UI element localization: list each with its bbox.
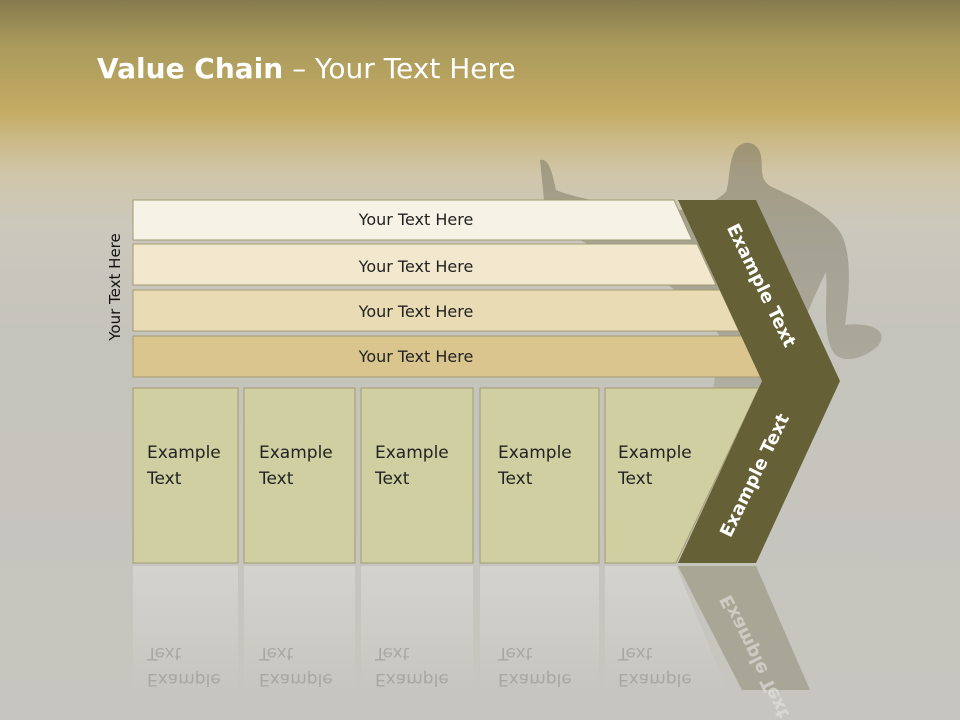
- reflection: Example Text Example Text Example Text E…: [133, 566, 810, 720]
- primary-box-line1: Example: [375, 443, 449, 463]
- reflection-box: [133, 566, 238, 696]
- support-row: Your Text Here: [132, 335, 764, 378]
- primary-box-line2: Text: [374, 469, 410, 489]
- primary-activity-box: Example Text: [360, 387, 474, 564]
- support-row: Your Text Here: [132, 243, 717, 286]
- primary-box-line2: Text: [258, 469, 294, 489]
- support-row-shape: [132, 243, 717, 286]
- reflection-box: [605, 566, 730, 696]
- reflection-text: Example: [259, 669, 333, 689]
- support-row-label: Your Text Here: [358, 257, 474, 276]
- primary-activity-box: Example Text: [604, 387, 760, 564]
- reflection-box: [361, 566, 473, 696]
- support-row-shape: [132, 199, 693, 241]
- primary-box-line2: Text: [497, 469, 533, 489]
- reflection-text: Text: [497, 643, 533, 663]
- primary-box-line1: Example: [147, 443, 221, 463]
- reflection-chevron: [678, 566, 810, 690]
- margin-chevron: [678, 200, 840, 563]
- reflection-text: Example: [618, 669, 692, 689]
- primary-box-line1: Example: [259, 443, 333, 463]
- primary-box-line2: Text: [146, 469, 182, 489]
- primary-activity-box: Example Text: [243, 387, 356, 564]
- primary-box-line1: Example: [618, 443, 692, 463]
- support-row-label: Your Text Here: [358, 302, 474, 321]
- primary-activity-box: Example Text: [479, 387, 600, 564]
- reflection-box: [244, 566, 355, 696]
- primary-box-shape: [479, 387, 600, 564]
- primary-box-shape: [132, 387, 239, 564]
- support-row-label: Your Text Here: [358, 347, 474, 366]
- primary-box-line2: Text: [617, 469, 653, 489]
- support-row-label: Your Text Here: [358, 210, 474, 229]
- reflection-text: Example: [147, 669, 221, 689]
- reflection-text: Text: [258, 643, 294, 663]
- title-rest: – Your Text Here: [283, 52, 516, 85]
- slide-title: Value Chain – Your Text Here: [97, 52, 516, 85]
- primary-box-shape: [243, 387, 356, 564]
- reflection-text: Text: [146, 643, 182, 663]
- support-row: Your Text Here: [132, 289, 740, 332]
- reflection-box: [480, 566, 599, 696]
- primary-box-shape: [360, 387, 474, 564]
- reflection-text: Text: [617, 643, 653, 663]
- reflection-text: Example: [375, 669, 449, 689]
- reflection-text: Text: [374, 643, 410, 663]
- reflection-text: Example: [498, 669, 572, 689]
- primary-box-line1: Example: [498, 443, 572, 463]
- primary-activity-box: Example Text: [132, 387, 239, 564]
- title-bold: Value Chain: [97, 52, 284, 85]
- primary-box-shape: [604, 387, 760, 564]
- support-row: Your Text Here: [132, 199, 693, 241]
